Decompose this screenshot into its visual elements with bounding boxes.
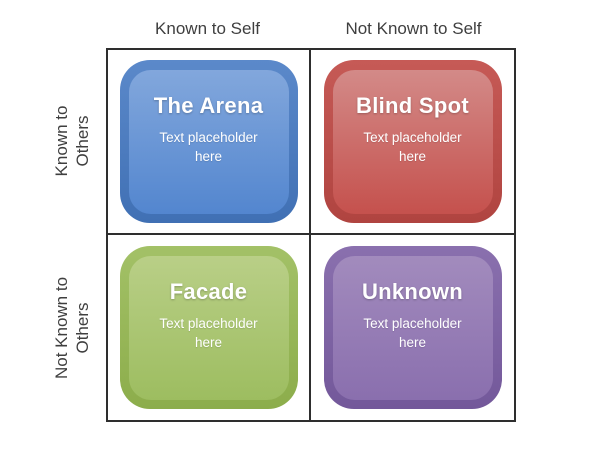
- row-header-line-1: Not Known to: [52, 276, 71, 380]
- tile-content: Facade Text placeholder here: [120, 246, 298, 409]
- row-header-line-1: Known to: [52, 105, 71, 177]
- quadrant-title: Unknown: [361, 279, 464, 304]
- quadrant-tile-unknown: Unknown Text placeholder here: [323, 246, 502, 421]
- tile-content: Blind Spot Text placeholder here: [324, 60, 502, 223]
- row-header-known-to-others: Known to Others: [51, 56, 93, 226]
- matrix-frame: The Arena Text placeholder here Blind Sp…: [106, 48, 516, 422]
- column-header-not-known-to-self: Not Known to Self: [345, 19, 482, 38]
- tile-content: The Arena Text placeholder here: [120, 60, 298, 223]
- quadrant-tile-the-arena: The Arena Text placeholder here: [119, 60, 298, 235]
- quadrant-cell-bottom-right: Unknown Text placeholder here: [311, 235, 514, 421]
- row-header-line-2: Others: [73, 302, 92, 354]
- tile-bevel: [332, 256, 493, 400]
- quadrant-title: Facade: [169, 279, 248, 304]
- tile-bevel: [332, 70, 493, 214]
- quadrant-title: Blind Spot: [356, 93, 469, 118]
- quadrant-placeholder-text: Text placeholder here: [363, 130, 462, 164]
- quadrant-title: The Arena: [153, 93, 264, 118]
- row-header-not-known-to-others: Not Known to Others: [51, 243, 93, 413]
- tile-content: Unknown Text placeholder here: [324, 246, 502, 409]
- tile-bevel: [128, 256, 289, 400]
- row-header-line-2: Others: [73, 115, 92, 167]
- quadrant-placeholder-text: Text placeholder here: [159, 316, 258, 350]
- quadrant-placeholder-text: Text placeholder here: [159, 130, 258, 164]
- tile-bevel: [128, 70, 289, 214]
- quadrant-cell-top-left: The Arena Text placeholder here: [108, 50, 311, 235]
- quadrant-placeholder-text: Text placeholder here: [363, 316, 462, 350]
- quadrant-tile-facade: Facade Text placeholder here: [119, 246, 298, 421]
- column-header-known-to-self: Known to Self: [155, 19, 260, 38]
- quadrant-tile-blind-spot: Blind Spot Text placeholder here: [323, 60, 502, 235]
- quadrant-cell-bottom-left: Facade Text placeholder here: [108, 235, 311, 421]
- quadrant-cell-top-right: Blind Spot Text placeholder here: [311, 50, 514, 235]
